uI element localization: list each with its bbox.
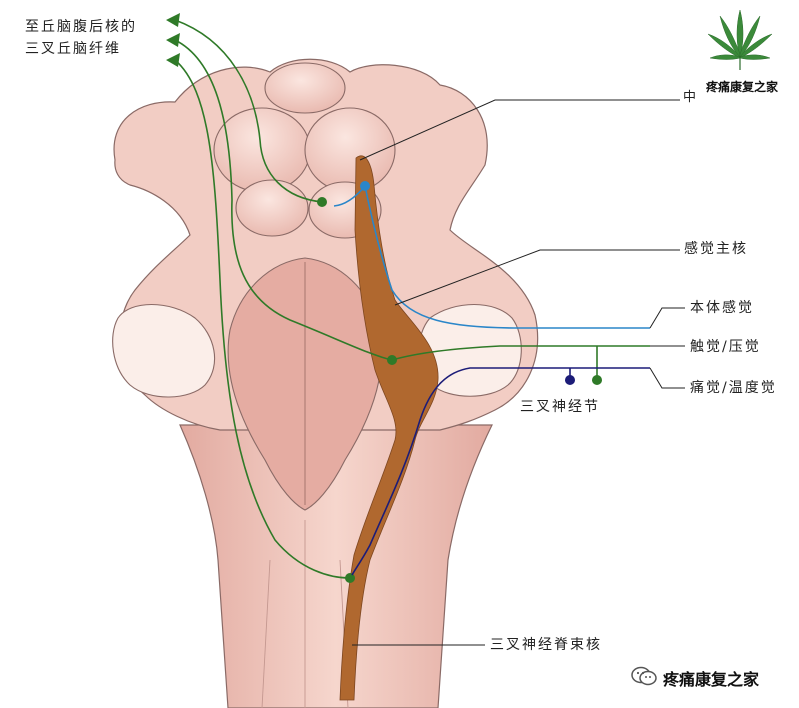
node-blue xyxy=(360,181,370,191)
leader-pain xyxy=(649,367,685,389)
arrow-up-3 xyxy=(166,53,180,67)
label-ascending-line1: 至丘脑腹后核的 xyxy=(25,19,137,35)
green-arrowheads xyxy=(166,13,180,67)
navy-pain-fiber xyxy=(351,367,650,576)
label-pain-temperature: 痛觉/温度觉 xyxy=(690,380,777,396)
ganglion-cell-green xyxy=(592,375,602,385)
label-touch-pressure: 触觉/压觉 xyxy=(690,339,761,355)
node-green-spinal xyxy=(345,573,355,583)
label-spinal-trigeminal-nucleus: 三叉神经脊束核 xyxy=(490,637,602,653)
label-proprioception: 本体感觉 xyxy=(690,300,754,316)
cannabis-leaf-icon xyxy=(707,9,773,70)
arrow-up-2 xyxy=(166,33,180,47)
label-top-right-partial: 中 xyxy=(683,90,699,105)
arrow-up-1 xyxy=(166,13,180,27)
leader-principal xyxy=(394,249,680,306)
green-fiber-2 xyxy=(174,39,393,361)
leader-proprio xyxy=(649,307,685,329)
wechat-icon xyxy=(631,666,657,686)
colliculi xyxy=(213,62,396,239)
green-fiber-1 xyxy=(174,19,323,203)
pineal-region xyxy=(264,62,346,114)
brand-bottom: 疼痛康复之家 xyxy=(663,670,760,689)
label-principal-sensory-nucleus: 感觉主核 xyxy=(684,241,748,257)
node-green-mesencephalic xyxy=(317,197,327,207)
label-ascending-line2: 三叉丘脑纤维 xyxy=(25,41,121,57)
label-trigeminal-ganglion: 三叉神经节 xyxy=(520,399,600,415)
trigeminal-nucleus-column xyxy=(339,155,439,701)
ganglion-cell-navy xyxy=(565,375,575,385)
peduncle-left-cut xyxy=(112,303,216,398)
green-touch-fiber xyxy=(391,345,650,361)
green-fibers xyxy=(174,19,650,579)
leader-top-right xyxy=(359,99,680,161)
green-fiber-3 xyxy=(174,59,351,579)
inferior-colliculus-left xyxy=(235,179,309,237)
node-green-principal xyxy=(387,355,397,365)
medulla xyxy=(179,424,493,708)
brand-top: 疼痛康复之家 xyxy=(706,80,779,94)
green-nodes xyxy=(317,197,602,583)
blue-proprioception-fiber xyxy=(364,185,650,329)
leader-lines xyxy=(352,99,685,646)
